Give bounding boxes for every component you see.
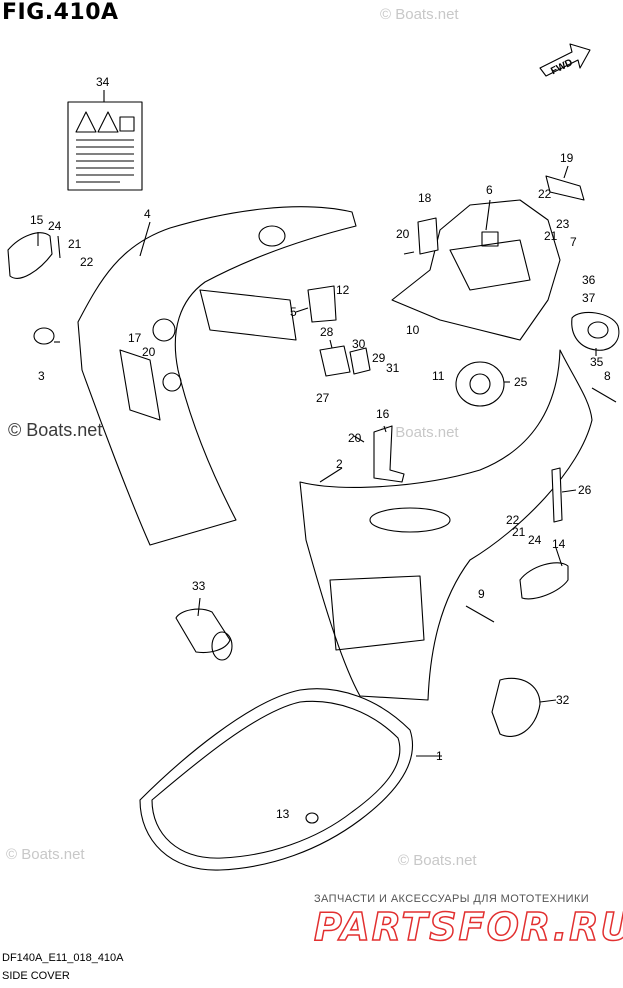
part-callout-9: 9 bbox=[478, 587, 485, 601]
part-callout-36: 36 bbox=[582, 273, 596, 287]
left-handle bbox=[7, 232, 53, 279]
cable-grommet bbox=[455, 361, 505, 407]
part-callout-20: 20 bbox=[396, 227, 410, 241]
part-callout-22: 22 bbox=[538, 187, 552, 201]
part-callout-3: 3 bbox=[38, 369, 45, 383]
plug-13 bbox=[305, 812, 319, 824]
part-callout-30: 30 bbox=[352, 337, 366, 351]
part-callout-37: 37 bbox=[582, 291, 596, 305]
brand-subtitle: ЗАПЧАСТИ И АКСЕССУАРЫ ДЛЯ МОТОТЕХНИКИ bbox=[314, 893, 590, 905]
hose-bracket bbox=[373, 425, 405, 483]
drawing-code: DF140A_E11_018_410A bbox=[2, 952, 124, 964]
part-callout-25: 25 bbox=[514, 375, 528, 389]
hose-clip bbox=[417, 217, 439, 255]
lower-side-cover bbox=[299, 349, 593, 701]
part-callout-2: 2 bbox=[336, 457, 343, 471]
switch-cap bbox=[349, 347, 371, 375]
figure-title: FIG.410A bbox=[2, 0, 119, 25]
part-callout-10: 10 bbox=[406, 323, 420, 337]
part-callout-4: 4 bbox=[144, 207, 151, 221]
part-callout-33: 33 bbox=[192, 579, 206, 593]
watermark-top: © Boats.net bbox=[380, 6, 459, 23]
bolt-9 bbox=[465, 605, 495, 623]
watermark-mid: © Boats.net bbox=[380, 424, 459, 441]
large-grommet bbox=[571, 311, 620, 351]
part-callout-27: 27 bbox=[316, 391, 330, 405]
part-callout-6: 6 bbox=[486, 183, 493, 197]
svg-text:FWD: FWD bbox=[549, 57, 574, 77]
part-callout-13: 13 bbox=[276, 807, 290, 821]
bottom-seal-frame bbox=[139, 688, 414, 871]
part-callout-15: 15 bbox=[30, 213, 44, 227]
brand-logo: PARTSFOR.RU bbox=[313, 904, 623, 950]
part-callout-32: 32 bbox=[556, 693, 570, 707]
bolt-8 bbox=[591, 387, 617, 403]
section-name: SIDE COVER bbox=[2, 970, 70, 982]
caution-label-sticker bbox=[67, 101, 143, 191]
part-callout-20: 20 bbox=[142, 345, 156, 359]
part-callout-24: 24 bbox=[528, 533, 542, 547]
part-callout-14: 14 bbox=[552, 537, 566, 551]
screw-20a bbox=[403, 251, 415, 255]
part-callout-24: 24 bbox=[48, 219, 62, 233]
cover-clip bbox=[307, 285, 337, 323]
part-callout-16: 16 bbox=[376, 407, 390, 421]
part-callout-23: 23 bbox=[556, 217, 570, 231]
part-callout-1: 1 bbox=[436, 749, 443, 763]
part-callout-21: 21 bbox=[512, 525, 526, 539]
hose-holder bbox=[491, 677, 541, 737]
part-callout-26: 26 bbox=[578, 483, 592, 497]
part-callout-12: 12 bbox=[336, 283, 350, 297]
part-callout-22: 22 bbox=[80, 255, 94, 269]
part-callout-18: 18 bbox=[418, 191, 432, 205]
switch-body bbox=[319, 345, 351, 377]
watermark-left: © Boats.net bbox=[8, 420, 103, 440]
upper-side-cover bbox=[77, 206, 357, 546]
watermark-bottom-right: © Boats.net bbox=[398, 852, 477, 869]
part-callout-8: 8 bbox=[604, 369, 611, 383]
part-callout-17: 17 bbox=[128, 331, 142, 345]
rubber-block bbox=[545, 175, 585, 201]
right-handle bbox=[519, 562, 569, 600]
part-callout-28: 28 bbox=[320, 325, 334, 339]
small-grommet bbox=[33, 327, 55, 345]
hose-connector bbox=[175, 608, 233, 661]
part-callout-11: 11 bbox=[432, 369, 445, 383]
part-callout-5: 5 bbox=[290, 305, 297, 319]
cable-tie bbox=[551, 467, 563, 523]
part-callout-35: 35 bbox=[590, 355, 604, 369]
part-callout-20: 20 bbox=[348, 431, 362, 445]
part-callout-7: 7 bbox=[570, 235, 577, 249]
mounting-bracket bbox=[391, 199, 561, 341]
part-callout-29: 29 bbox=[372, 351, 386, 365]
part-callout-22: 22 bbox=[506, 513, 520, 527]
part-callout-34: 34 bbox=[96, 75, 110, 89]
watermark-bottom-left: © Boats.net bbox=[6, 846, 85, 863]
part-callout-31: 31 bbox=[386, 361, 400, 375]
part-callout-21: 21 bbox=[544, 229, 558, 243]
screw-20b bbox=[353, 435, 365, 443]
part-callout-19: 19 bbox=[560, 151, 574, 165]
part-callout-21: 21 bbox=[68, 237, 82, 251]
fwd-arrow-icon: FWD bbox=[539, 43, 591, 77]
